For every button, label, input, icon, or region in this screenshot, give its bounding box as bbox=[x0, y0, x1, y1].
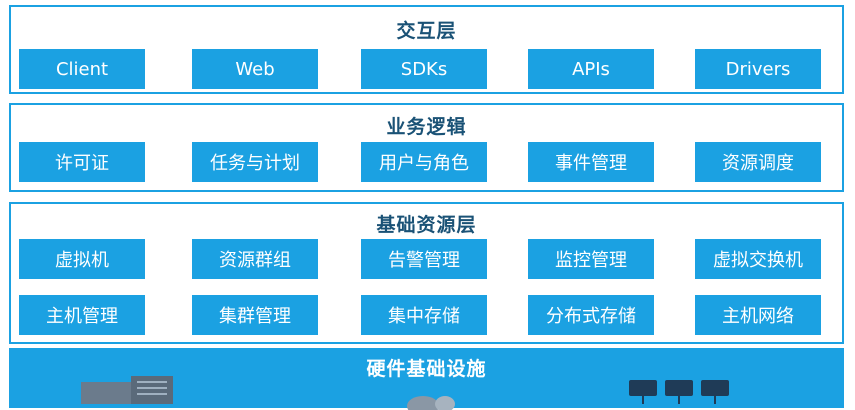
box-resource-group[interactable]: 资源群组 bbox=[192, 239, 318, 279]
layer-title: 基础资源层 bbox=[376, 214, 477, 236]
box-web[interactable]: Web bbox=[192, 49, 318, 89]
box-event-management[interactable]: 事件管理 bbox=[528, 142, 654, 182]
box-virtual-machine[interactable]: 虚拟机 bbox=[19, 239, 145, 279]
box-resource-scheduling[interactable]: 资源调度 bbox=[695, 142, 821, 182]
business-logic-layer: 业务逻辑 许可证 任务与计划 用户与角色 事件管理 资源调度 bbox=[9, 103, 844, 192]
storage-disk-icon bbox=[407, 396, 455, 410]
box-sdks[interactable]: SDKs bbox=[361, 49, 487, 89]
network-switch-icon bbox=[629, 380, 729, 404]
box-virtual-switch[interactable]: 虚拟交换机 bbox=[695, 239, 821, 279]
server-rack-icon bbox=[81, 376, 173, 404]
box-users-roles[interactable]: 用户与角色 bbox=[361, 142, 487, 182]
box-cluster-management[interactable]: 集群管理 bbox=[192, 295, 318, 335]
layer-title: 交互层 bbox=[396, 20, 457, 42]
layer-title: 业务逻辑 bbox=[386, 116, 467, 138]
layer-title: 硬件基础设施 bbox=[366, 358, 487, 380]
box-host-network[interactable]: 主机网络 bbox=[695, 295, 821, 335]
base-resource-layer: 基础资源层 虚拟机 资源群组 告警管理 监控管理 虚拟交换机 主机管理 集群管理… bbox=[9, 202, 844, 344]
box-client[interactable]: Client bbox=[19, 49, 145, 89]
box-apis[interactable]: APIs bbox=[528, 49, 654, 89]
box-drivers[interactable]: Drivers bbox=[695, 49, 821, 89]
box-alarm-management[interactable]: 告警管理 bbox=[361, 239, 487, 279]
hardware-layer: 硬件基础设施 bbox=[9, 348, 844, 410]
box-license[interactable]: 许可证 bbox=[19, 142, 145, 182]
box-monitoring-management[interactable]: 监控管理 bbox=[528, 239, 654, 279]
box-host-management[interactable]: 主机管理 bbox=[19, 295, 145, 335]
box-tasks-plans[interactable]: 任务与计划 bbox=[192, 142, 318, 182]
box-distributed-storage[interactable]: 分布式存储 bbox=[528, 295, 654, 335]
interaction-layer: 交互层 Client Web SDKs APIs Drivers bbox=[9, 5, 844, 94]
box-centralized-storage[interactable]: 集中存储 bbox=[361, 295, 487, 335]
